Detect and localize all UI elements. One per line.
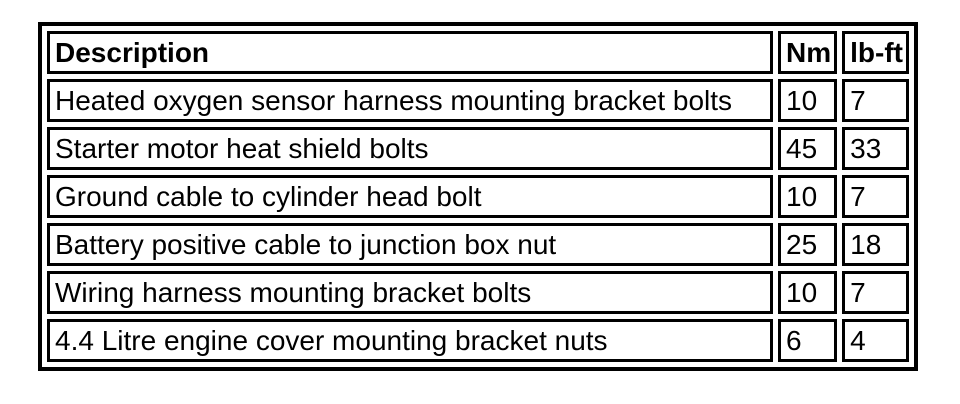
description-cell: Heated oxygen sensor harness mounting br…: [47, 79, 773, 122]
table-row: Starter motor heat shield bolts 45 33: [47, 127, 909, 170]
description-cell: Battery positive cable to junction box n…: [47, 223, 773, 266]
header-row: Description Nm lb-ft: [47, 31, 909, 74]
header-lbft: lb-ft: [842, 31, 909, 74]
nm-cell: 45: [778, 127, 838, 170]
lbft-cell: 7: [842, 79, 909, 122]
torque-spec-table: Description Nm lb-ft Heated oxygen senso…: [38, 22, 918, 371]
header-nm: Nm: [778, 31, 838, 74]
table-row: 4.4 Litre engine cover mounting bracket …: [47, 319, 909, 362]
table-row: Ground cable to cylinder head bolt 10 7: [47, 175, 909, 218]
lbft-cell: 33: [842, 127, 909, 170]
nm-cell: 10: [778, 175, 838, 218]
description-cell: Ground cable to cylinder head bolt: [47, 175, 773, 218]
lbft-cell: 18: [842, 223, 909, 266]
lbft-cell: 7: [842, 271, 909, 314]
table-row: Heated oxygen sensor harness mounting br…: [47, 79, 909, 122]
lbft-cell: 7: [842, 175, 909, 218]
nm-cell: 10: [778, 271, 838, 314]
description-cell: Starter motor heat shield bolts: [47, 127, 773, 170]
nm-cell: 25: [778, 223, 838, 266]
table-body: Heated oxygen sensor harness mounting br…: [47, 79, 909, 362]
nm-cell: 10: [778, 79, 838, 122]
table-row: Battery positive cable to junction box n…: [47, 223, 909, 266]
description-cell: 4.4 Litre engine cover mounting bracket …: [47, 319, 773, 362]
table-row: Wiring harness mounting bracket bolts 10…: [47, 271, 909, 314]
description-cell: Wiring harness mounting bracket bolts: [47, 271, 773, 314]
table-header: Description Nm lb-ft: [47, 31, 909, 74]
header-description: Description: [47, 31, 773, 74]
nm-cell: 6: [778, 319, 838, 362]
lbft-cell: 4: [842, 319, 909, 362]
